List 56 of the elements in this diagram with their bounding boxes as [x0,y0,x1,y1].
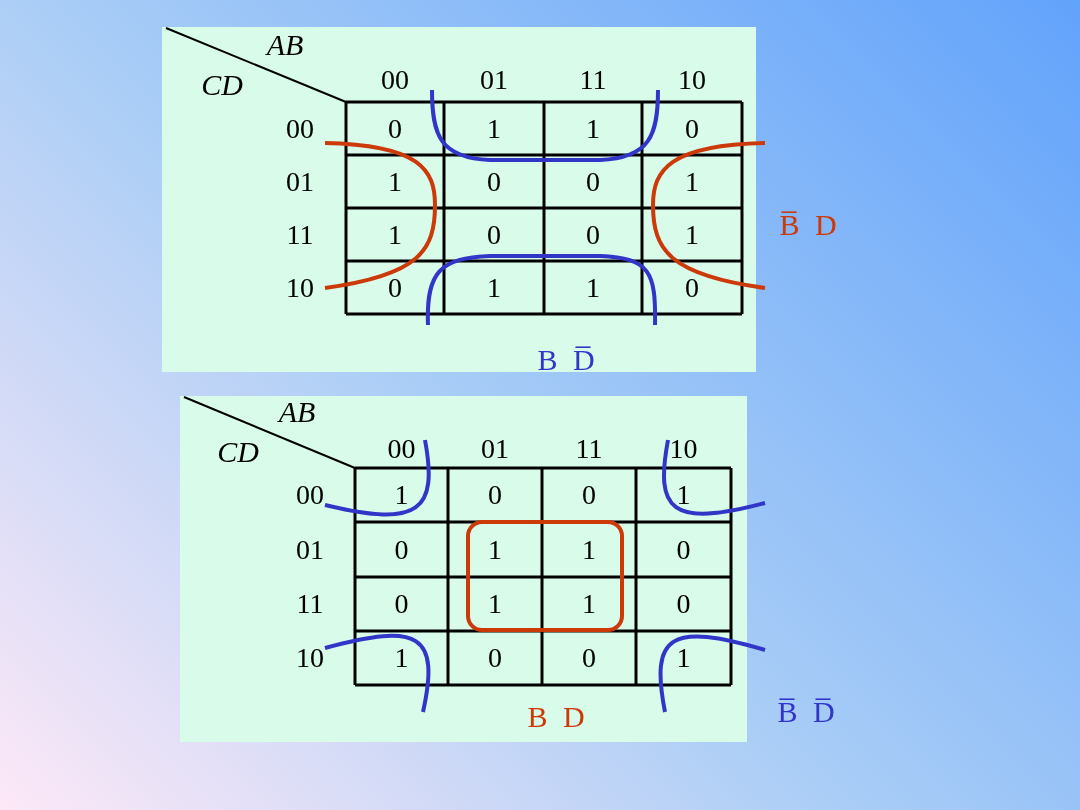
cell-value: 1 [685,220,699,249]
cell-value: 0 [488,644,502,672]
cell-value: 1 [586,273,600,302]
column-header: 01 [481,435,509,463]
cell-value: 0 [394,590,409,618]
axis-label: CD [217,437,259,467]
cell-value: 1 [488,535,502,564]
cell-value: 1 [586,114,600,143]
cell-value: 1 [487,273,501,302]
cell-value: 1 [676,644,691,672]
cell-value: 0 [676,590,691,618]
term-label: B D [527,702,589,732]
cell-value: 0 [685,273,699,302]
term-label: B̅ D̅ [777,697,839,727]
row-header: 10 [286,273,314,302]
cell-value: 1 [582,590,596,618]
row-header: 10 [296,644,324,672]
column-header: 11 [579,66,607,94]
row-header: 01 [296,535,324,564]
row-header: 00 [286,114,314,143]
cell-value: 1 [685,167,699,196]
cell-value: 0 [487,220,501,249]
cell-value: 1 [388,220,402,249]
column-header: 00 [387,435,416,463]
cell-value: 0 [685,114,699,143]
row-header: 11 [296,590,324,618]
cell-value: 1 [487,114,501,143]
row-header: 01 [286,167,314,196]
column-header: 01 [480,66,508,94]
cell-value: 1 [394,644,409,672]
column-header: 11 [575,435,603,463]
axis-label: AB [266,30,304,60]
cell-value: 0 [676,535,691,564]
column-header: 00 [381,66,409,94]
cell-value: 0 [582,481,596,509]
axis-label: CD [201,70,243,100]
cell-value: 1 [676,481,691,509]
cell-value: 0 [394,535,409,564]
cell-value: 1 [488,590,502,618]
column-header: 10 [678,66,706,94]
row-header: 11 [286,220,314,249]
cell-value: 0 [388,114,402,143]
cell-value: 0 [586,167,600,196]
cell-value: 1 [582,535,596,564]
cell-value: 0 [586,220,600,249]
term-label: B D̅ [537,345,599,375]
axis-label: AB [278,397,316,427]
cell-value: 1 [388,167,402,196]
cell-value: 1 [394,481,409,509]
cell-value: 0 [388,273,402,302]
row-header: 00 [296,481,324,509]
column-header: 10 [669,435,698,463]
cell-value: 0 [487,167,501,196]
cell-value: 0 [582,644,596,672]
cell-value: 0 [488,481,502,509]
term-label: B̅ D [779,210,841,240]
